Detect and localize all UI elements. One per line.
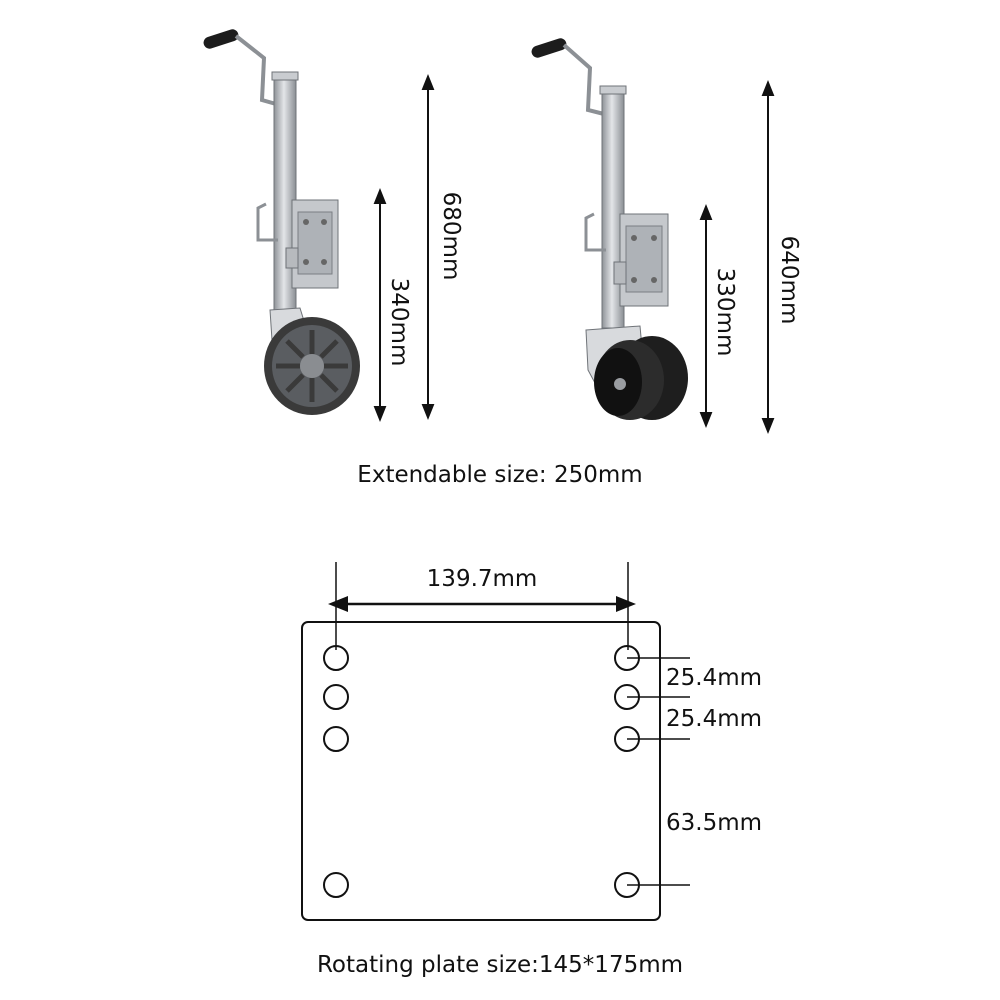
handle-grip xyxy=(531,38,567,58)
dim-label-63-5: 63.5mm xyxy=(666,810,762,836)
plate-hole xyxy=(323,645,349,671)
jack-right-wheel xyxy=(594,336,688,420)
plate-outline xyxy=(301,621,661,921)
jack-left-illustration xyxy=(203,29,360,415)
dim-label-139-7: 139.7mm xyxy=(427,566,538,592)
dim-label-680: 680mm xyxy=(438,192,464,281)
crank-arm xyxy=(234,34,277,106)
plate-hole xyxy=(323,726,349,752)
plate-size-caption: Rotating plate size:145*175mm xyxy=(316,952,684,978)
dim-label-25-4-b: 25.4mm xyxy=(666,706,762,732)
jack-right-illustration xyxy=(531,38,688,420)
dim-label-330: 330mm xyxy=(712,268,738,357)
mounting-bracket xyxy=(613,213,669,307)
extendable-size-caption: Extendable size: 250mm xyxy=(357,462,643,488)
jack-left-wheel xyxy=(264,317,360,415)
rotating-plate-drawing xyxy=(301,562,690,921)
handle-grip xyxy=(203,29,239,49)
mounting-bracket xyxy=(285,199,339,289)
dim-label-340: 340mm xyxy=(386,278,412,367)
crank-arm xyxy=(562,43,605,116)
plate-hole xyxy=(323,684,349,710)
dim-label-640: 640mm xyxy=(776,236,802,325)
plate-hole xyxy=(323,872,349,898)
dim-label-25-4-a: 25.4mm xyxy=(666,665,762,691)
